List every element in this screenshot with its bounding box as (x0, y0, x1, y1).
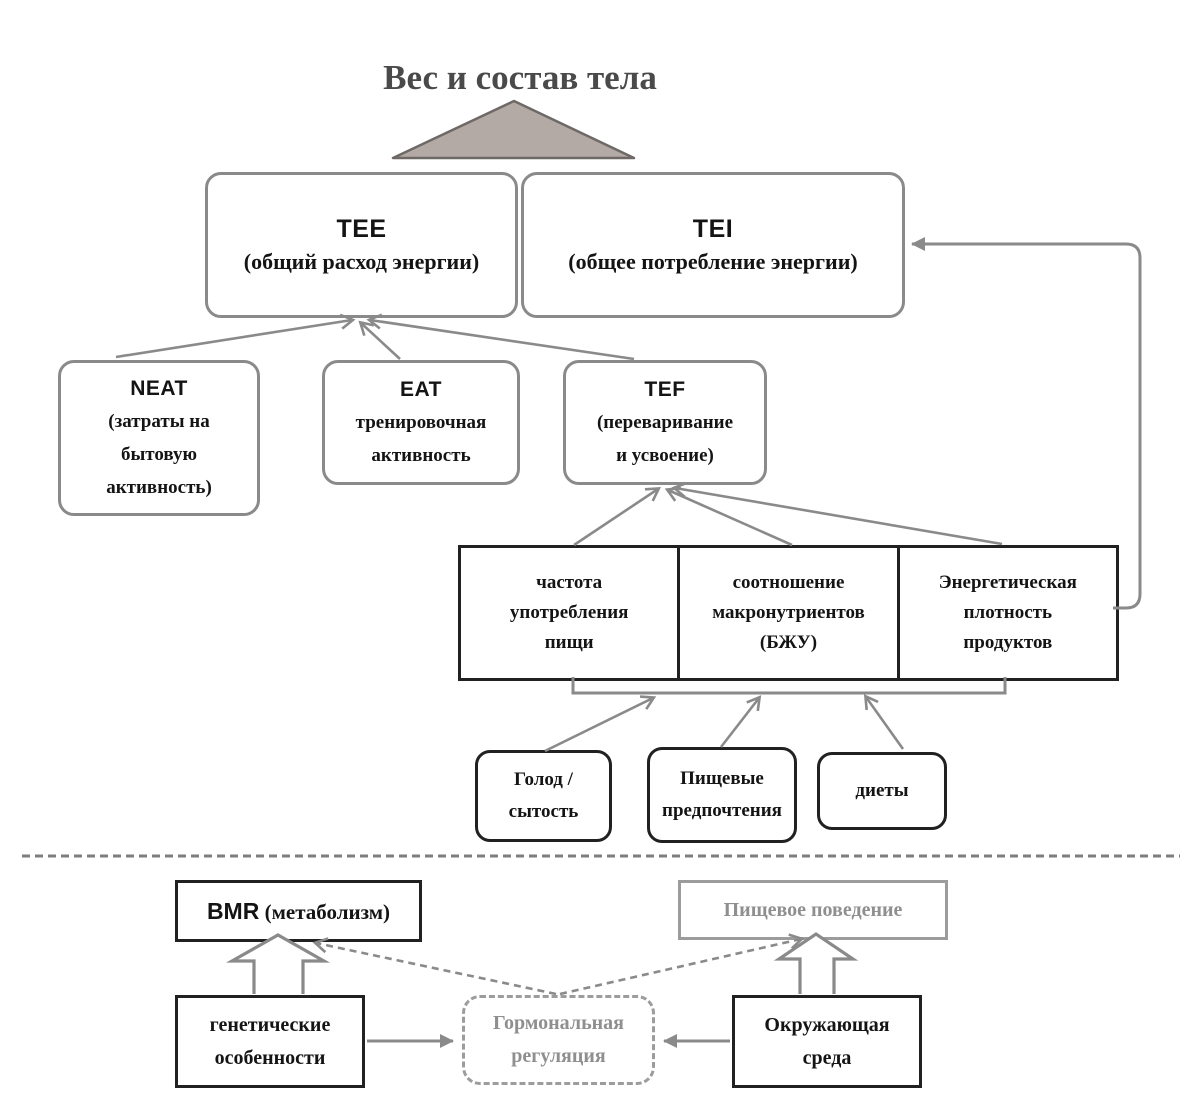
node-tee: TEE (общий расход энергии) (205, 172, 518, 318)
node-neat-acronym: NEAT (130, 377, 188, 400)
node-eat: EAT тренировочная активность (322, 360, 520, 485)
cell-line: Энергетическая (938, 572, 1077, 593)
node-line: Пищевое поведение (723, 898, 903, 921)
node-tef-line: (переваривание (596, 412, 734, 433)
node-tef-line: и усвоение) (616, 445, 714, 466)
cell-line: соотношение (732, 572, 845, 593)
node-bmr-label: BMR (метаболизм) (207, 898, 390, 925)
node-tei-acronym: TEI (692, 215, 734, 243)
cell-line: пищи (544, 632, 594, 653)
cell-line: частота (536, 572, 603, 593)
pyramid-shape (391, 99, 636, 160)
node-eat-acronym: EAT (400, 378, 442, 401)
cell-line: продуктов (963, 632, 1053, 653)
node-eating-behavior: Пищевое поведение (678, 880, 948, 940)
node-neat-line: (затраты на (108, 411, 210, 432)
node-line: регуляция (511, 1045, 606, 1067)
node-tee-desc: (общий расход энергии) (243, 249, 480, 274)
node-bmr-desc: (метаболизм) (264, 899, 391, 924)
cell-line: (БЖУ) (759, 632, 818, 653)
node-eat-line: тренировочная (355, 412, 487, 433)
cell-macronutrient-ratio: соотношение макронутриентов (БЖУ) (677, 548, 896, 678)
node-line: Голод / (514, 769, 573, 790)
node-line: диеты (855, 780, 909, 801)
connector-diets-to-intake (863, 694, 905, 750)
connector-eat-to-tee (358, 320, 401, 360)
node-environment: Окружающая среда (732, 995, 922, 1088)
node-eat-line: активность (371, 445, 471, 466)
node-diets: диеты (817, 752, 947, 830)
node-neat-line: активность) (106, 477, 212, 498)
connector-tef-to-tee (366, 313, 635, 361)
connector-density-to-tef (671, 481, 1003, 546)
node-food-preferences: Пищевые предпочтения (647, 747, 797, 843)
node-tei: TEI (общее потребление энергии) (521, 172, 905, 318)
connector-hunger-to-intake (544, 695, 657, 753)
connector-macros-to-tef (664, 486, 793, 547)
connector-neat-to-tee (115, 313, 356, 359)
intake-factors-table: частота употребления пищи соотношение ма… (458, 545, 1119, 681)
node-tei-desc: (общее потребление энергии) (568, 249, 858, 274)
node-hunger-satiety: Голод / сытость (475, 750, 612, 842)
connector-frequency-to-tef (573, 487, 661, 547)
cell-meal-frequency: частота употребления пищи (461, 548, 677, 678)
node-neat-line: бытовую (120, 444, 198, 465)
cell-line: макронутриентов (712, 602, 865, 623)
cell-energy-density: Энергетическая плотность продуктов (896, 548, 1116, 678)
node-line: сытость (508, 801, 579, 822)
node-bmr: BMR (метаболизм) (175, 880, 422, 942)
node-line: Пищевые (680, 768, 764, 789)
node-line: предпочтения (662, 800, 782, 821)
cell-line: плотность (963, 602, 1053, 623)
block-arrow-environment-to-behavior (773, 932, 859, 994)
node-neat: NEAT (затраты на бытовую активность) (58, 360, 260, 516)
node-genetics: генетические особенности (175, 995, 365, 1088)
node-line: особенности (214, 1046, 326, 1069)
node-line: Гормональная (493, 1012, 624, 1034)
node-line: Окружающая (764, 1013, 890, 1036)
diagram-title: Вес и состав тела (383, 58, 657, 97)
connector-hormonal-to-bmr (312, 937, 557, 996)
connector-hormonal-to-behavior (559, 933, 805, 996)
node-line: среда (802, 1046, 852, 1069)
node-tef: TEF (переваривание и усвоение) (563, 360, 767, 485)
block-arrow-genetics-to-bmr (225, 933, 331, 994)
cell-line: употребления (509, 602, 629, 623)
node-bmr-acronym: BMR (206, 897, 260, 924)
connector-preferences-to-intake (719, 695, 762, 748)
node-line: генетические (209, 1013, 331, 1036)
node-tef-acronym: TEF (644, 378, 686, 401)
node-hormonal-regulation: Гормональная регуляция (462, 995, 655, 1085)
node-tee-acronym: TEE (336, 215, 387, 243)
